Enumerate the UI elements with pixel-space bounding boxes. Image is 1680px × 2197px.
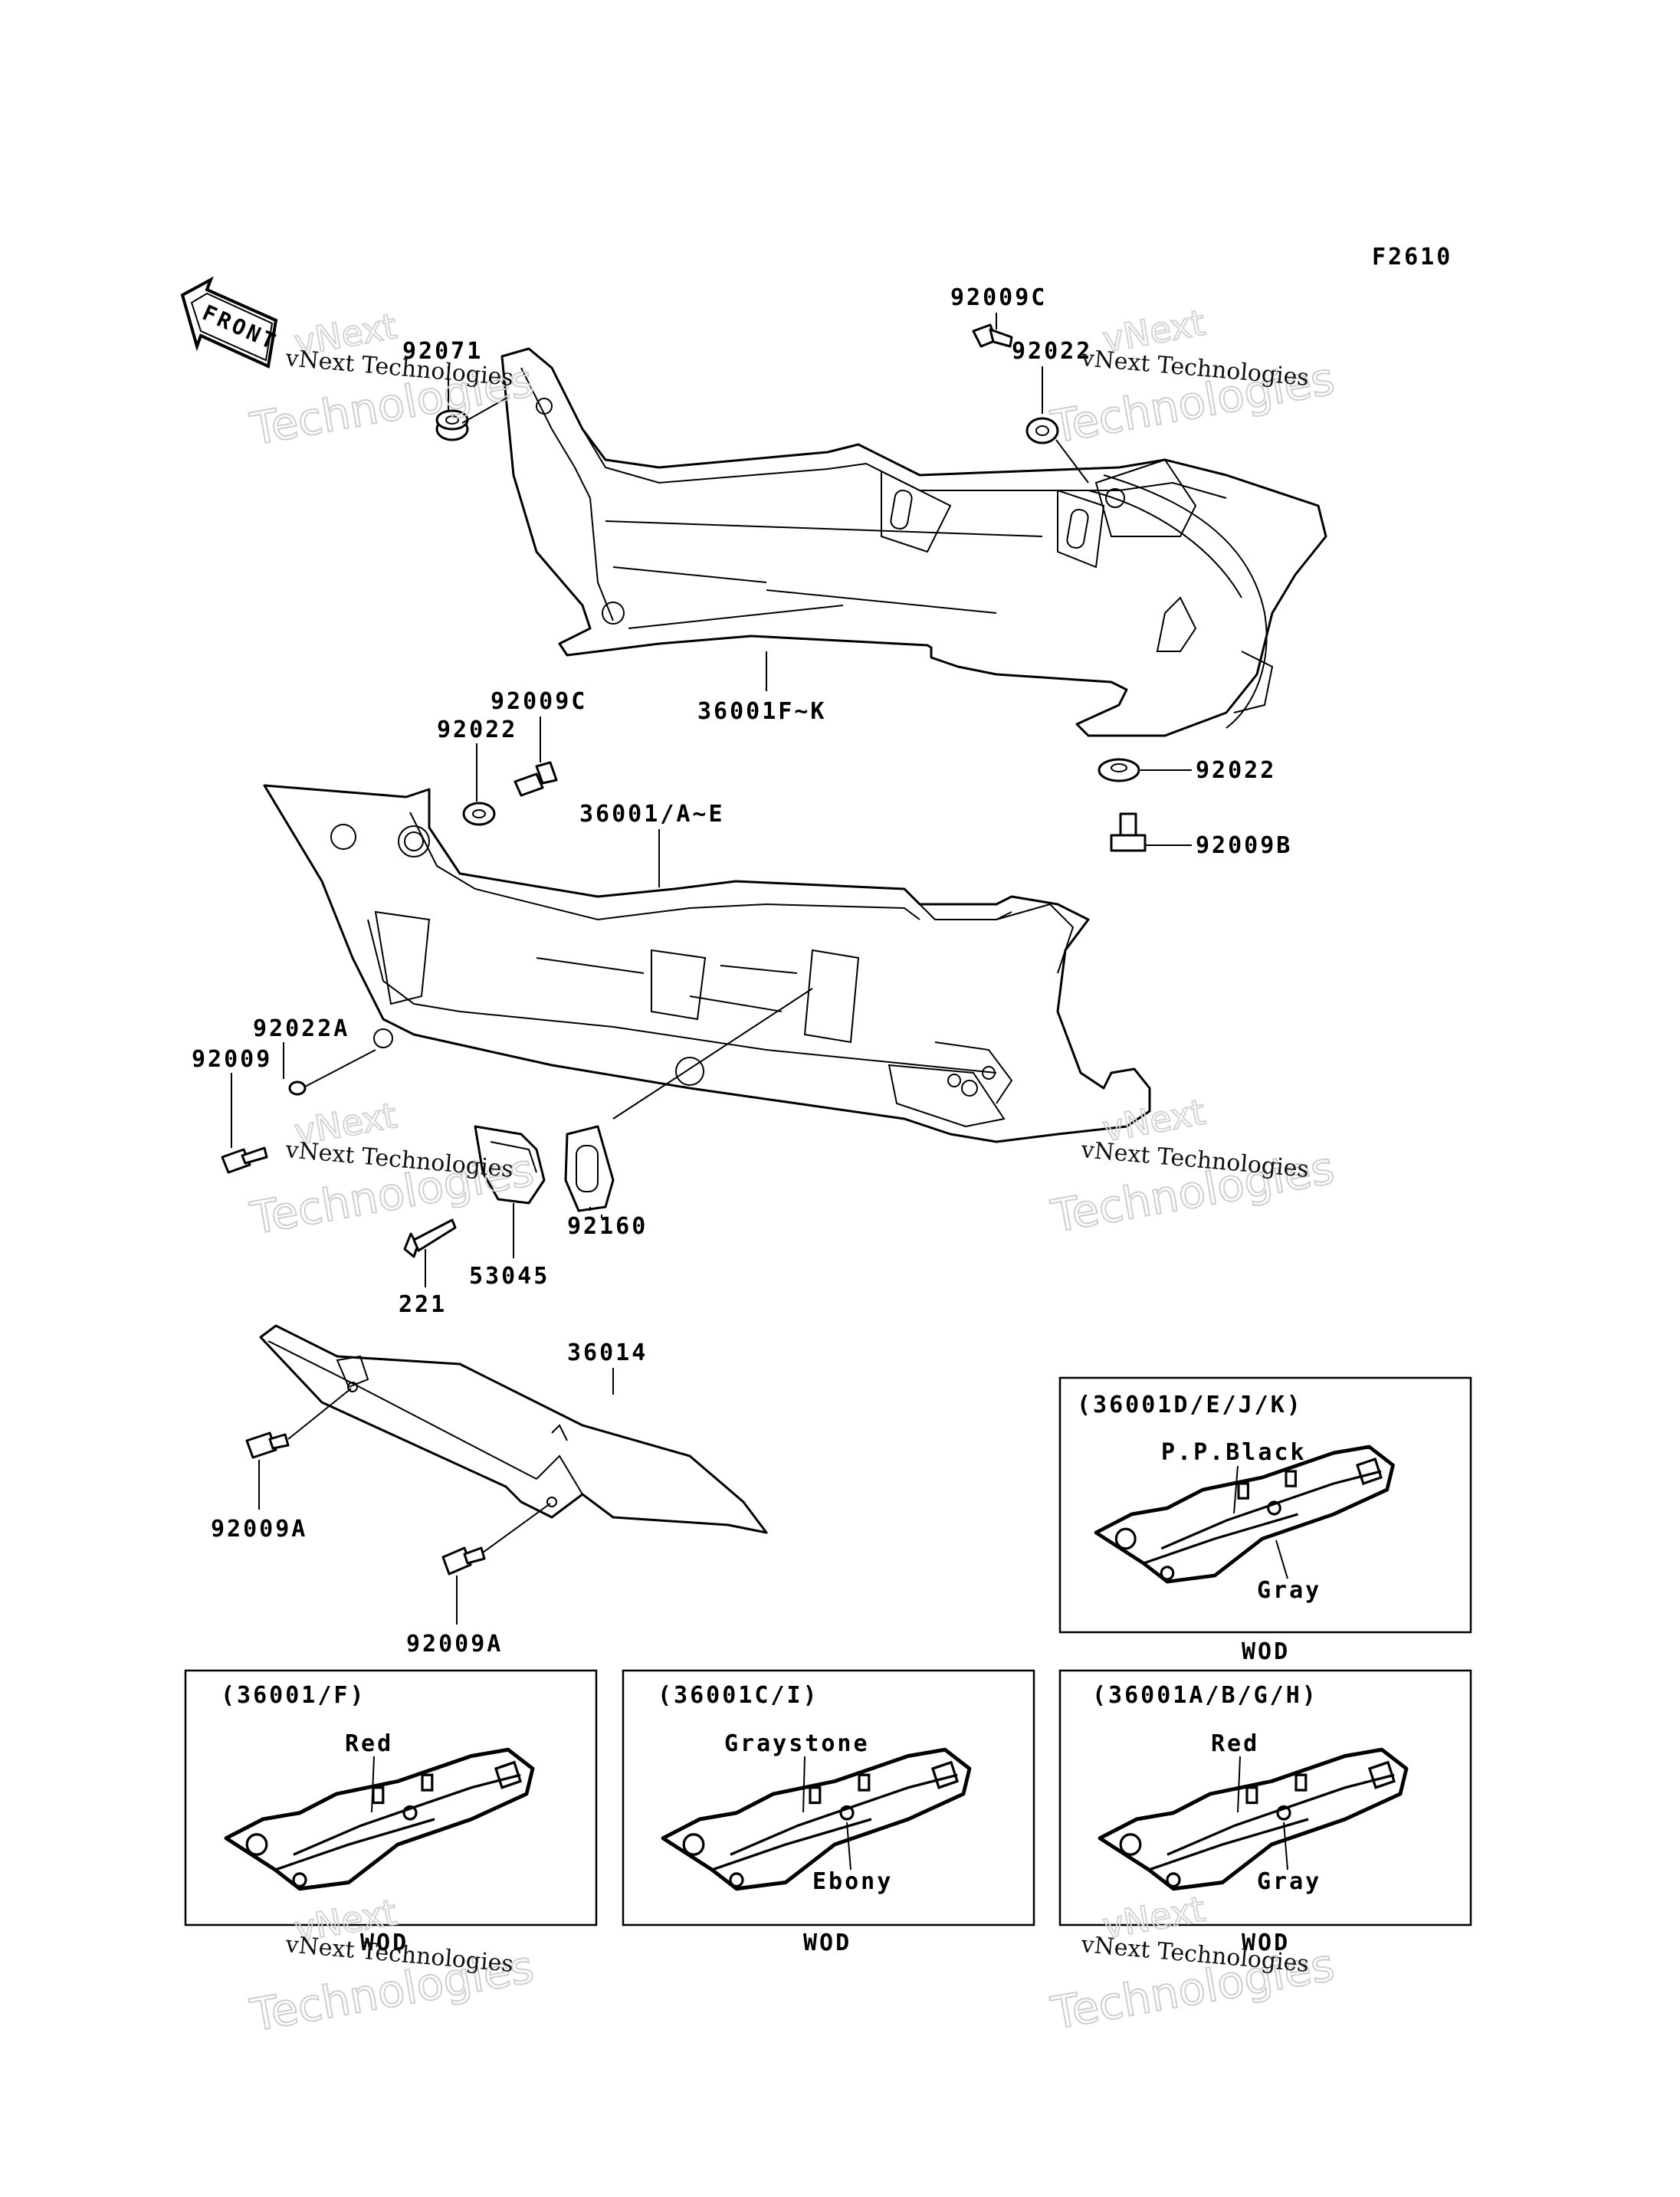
upper-side-cover bbox=[500, 347, 1327, 737]
label-92071: 92071 bbox=[402, 338, 483, 365]
label-92009B: 92009B bbox=[1196, 832, 1292, 859]
bracket-53045 bbox=[474, 1125, 546, 1205]
inset-upper-label: Red bbox=[345, 1730, 393, 1757]
lower-cover-36014 bbox=[259, 1324, 768, 1534]
label-53045: 53045 bbox=[469, 1263, 550, 1290]
label-92022A: 92022A bbox=[253, 1015, 349, 1042]
inset-36001A-B-G-H: (36001A/B/G/H) Red Gray WOD bbox=[1058, 1669, 1472, 1956]
inset-caption: WOD bbox=[360, 1930, 409, 1956]
label-92009A-1: 92009A bbox=[211, 1516, 307, 1543]
washer-92022A bbox=[288, 1080, 307, 1096]
bolt-92009C-mid bbox=[514, 761, 558, 797]
label-92009C-mid: 92009C bbox=[491, 688, 587, 715]
label-36014: 36014 bbox=[567, 1340, 648, 1366]
rubber-92160 bbox=[564, 1125, 615, 1212]
label-92009C-top: 92009C bbox=[950, 284, 1047, 311]
inset-lower-label: Gray bbox=[1257, 1868, 1321, 1895]
inset-36001-F: (36001/F) Red WOD bbox=[184, 1669, 598, 1956]
inset-36001C-I: (36001C/I) Graystone Ebony WOD bbox=[622, 1669, 1035, 1956]
inset-lower-label: Gray bbox=[1257, 1577, 1321, 1604]
label-92009: 92009 bbox=[192, 1046, 272, 1073]
bolt-92009C-top bbox=[972, 323, 1013, 348]
label-92009A-2: 92009A bbox=[406, 1631, 503, 1658]
front-arrow-icon: FRONT bbox=[180, 276, 282, 369]
inset-upper-label: Graystone bbox=[724, 1730, 870, 1757]
inset-caption: WOD bbox=[1242, 1930, 1290, 1956]
inset-upper-label: Red bbox=[1211, 1730, 1259, 1757]
screw-221 bbox=[403, 1218, 457, 1258]
inset-title: (36001A/B/G/H) bbox=[1092, 1682, 1318, 1709]
label-92022-right: 92022 bbox=[1196, 757, 1276, 784]
washer-92022-top bbox=[1025, 417, 1059, 444]
grommet-92071 bbox=[435, 409, 469, 441]
label-92160: 92160 bbox=[567, 1213, 648, 1240]
washer-92022-mid bbox=[462, 802, 496, 826]
label-92022-top: 92022 bbox=[1012, 338, 1092, 365]
middle-side-cover bbox=[263, 784, 1151, 1143]
label-36001F-K: 36001F~K bbox=[697, 698, 827, 725]
label-221: 221 bbox=[399, 1291, 447, 1318]
inset-36001D-E-J-K: (36001D/E/J/K) P.P.Black Gray WOD bbox=[1058, 1376, 1472, 1665]
inset-upper-label: P.P.Black bbox=[1161, 1439, 1307, 1466]
inset-caption: WOD bbox=[803, 1930, 851, 1956]
label-36001-A-E: 36001/A~E bbox=[579, 801, 725, 828]
washer-92022-right bbox=[1098, 758, 1140, 782]
inset-caption: WOD bbox=[1242, 1638, 1290, 1665]
inset-title: (36001D/E/J/K) bbox=[1077, 1392, 1303, 1418]
inset-lower-label: Ebony bbox=[812, 1868, 893, 1895]
inset-title: (36001/F) bbox=[221, 1682, 366, 1709]
bolt-92009 bbox=[221, 1146, 268, 1174]
bolt-92009B bbox=[1110, 812, 1147, 852]
figure-code: F2610 bbox=[1372, 244, 1452, 271]
label-92022-mid: 92022 bbox=[437, 716, 517, 743]
inset-title: (36001C/I) bbox=[658, 1682, 819, 1709]
bolt-92009A-1 bbox=[245, 1431, 290, 1459]
bolt-92009A-2 bbox=[441, 1546, 486, 1576]
